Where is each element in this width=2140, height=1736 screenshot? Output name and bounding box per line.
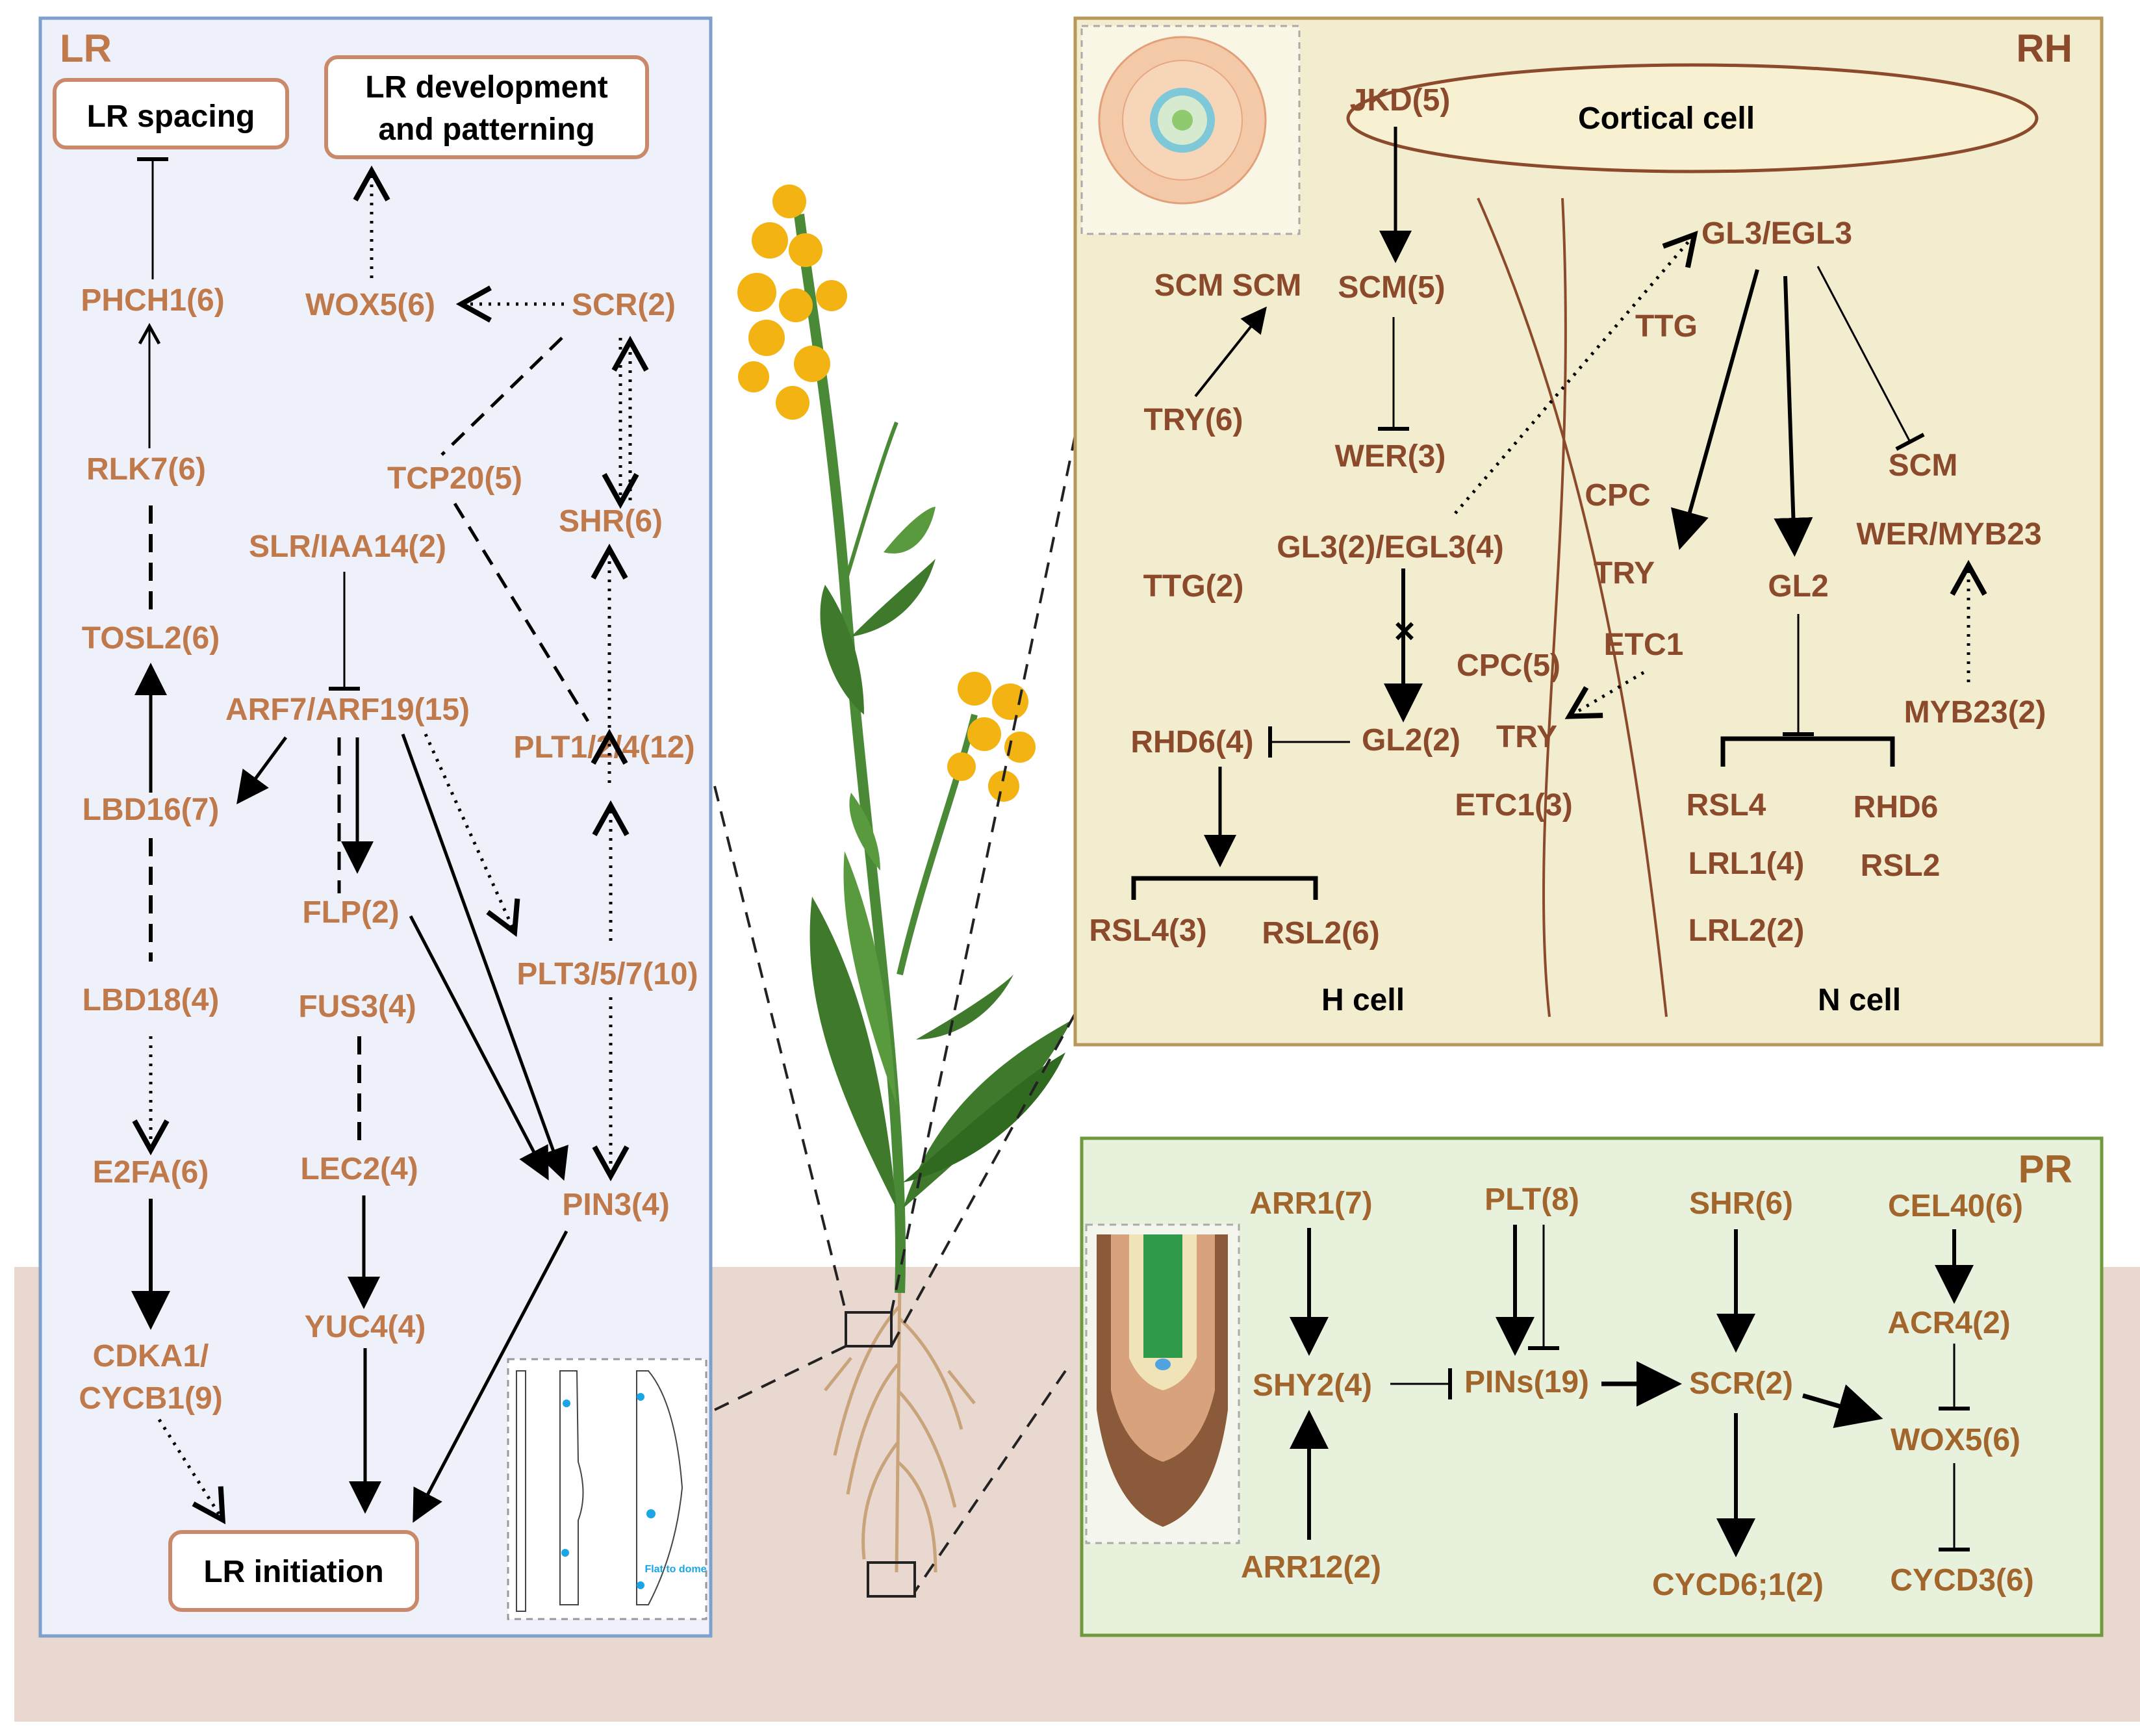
rh-panel-title: RH <box>2016 27 2072 70</box>
gene-lbd16: LBD16(7) <box>83 793 220 827</box>
gene-wer-myb23: WER/MYB23 <box>1856 517 2041 552</box>
gene-lec2: LEC2(4) <box>300 1152 418 1186</box>
gene-flp: FLP(2) <box>302 895 399 930</box>
gene-wox5-lr: WOX5(6) <box>305 288 435 322</box>
gene-wer3: WER(3) <box>1335 439 1446 474</box>
gene-scr2: SCR(2) <box>1689 1366 1793 1401</box>
gene-rlk7: RLK7(6) <box>86 452 206 487</box>
lr-spacing-box <box>53 78 289 149</box>
pr-edges <box>1290 1225 1974 1557</box>
gene-plt8: PLT(8) <box>1484 1182 1579 1217</box>
gene-cycd3: CYCD3(6) <box>1890 1563 2033 1598</box>
gene-shr-lr: SHR(6) <box>559 504 663 539</box>
gene-shr6: SHR(6) <box>1689 1186 1793 1221</box>
n-cell-label: N cell <box>1818 983 1901 1017</box>
gene-scr-lr: SCR(2) <box>572 288 676 322</box>
gene-gl3-egl3-h: GL3(2)/EGL3(4) <box>1277 530 1503 565</box>
gene-lrl1: LRL1(4) <box>1688 847 1805 881</box>
gene-scm-n: SCM <box>1889 448 1958 483</box>
root-tip-inset <box>1085 1223 1240 1544</box>
rh-edges <box>1131 127 1987 900</box>
gene-gl2-n: GL2 <box>1768 569 1828 604</box>
inset-flat-to-dome-label: Flat to dome <box>644 1564 706 1575</box>
gene-wox5-pr: WOX5(6) <box>1891 1423 2020 1457</box>
lr-edges <box>131 157 649 1525</box>
lr-spacing-label: LR spacing <box>87 99 255 134</box>
flowers <box>737 185 1036 802</box>
root-system <box>824 1279 976 1573</box>
lr-zoom-box <box>845 1311 893 1347</box>
gene-cycd61: CYCD6;1(2) <box>1652 1568 1824 1602</box>
gene-jkd: JKD(5) <box>1350 83 1451 118</box>
gene-slr-iaa14: SLR/IAA14(2) <box>249 530 446 564</box>
gene-pin3: PIN3(4) <box>562 1188 669 1222</box>
gene-rsl4-n: RSL4 <box>1687 788 1766 823</box>
lr-initiation-label: LR initiation <box>203 1555 383 1589</box>
gene-etc1-n: ETC1 <box>1604 628 1684 662</box>
side-stem <box>897 713 978 976</box>
gene-try-mid: TRY <box>1496 720 1557 754</box>
cell-boundary-curve-1 <box>1477 198 1668 1017</box>
gene-rsl4-3: RSL4(3) <box>1089 913 1206 948</box>
gene-arf7-arf19: ARF7/ARF19(15) <box>225 693 470 727</box>
gene-shy2: SHY2(4) <box>1253 1368 1372 1403</box>
gene-phch1: PHCH1(6) <box>81 283 224 318</box>
gene-acr4: ACR4(2) <box>1887 1306 2010 1340</box>
lr-panel-title: LR <box>60 27 112 70</box>
gene-arr12: ARR12(2) <box>1241 1550 1381 1585</box>
gene-rsl2-6: RSL2(6) <box>1262 916 1379 951</box>
lr-panel: LR LR spacing LR development and pattern… <box>38 16 713 1638</box>
gene-tcp20: TCP20(5) <box>387 461 522 496</box>
leaves <box>809 507 1072 1208</box>
gene-scm5: SCM(5) <box>1338 270 1445 305</box>
h-cell-label: H cell <box>1321 983 1405 1017</box>
gene-gl2-2: GL2(2) <box>1362 723 1460 758</box>
gene-myb23: MYB23(2) <box>1904 695 2046 730</box>
gene-lbd18: LBD18(4) <box>83 983 220 1017</box>
gene-pins: PINs(19) <box>1464 1365 1589 1399</box>
gene-rhd6-4: RHD6(4) <box>1130 725 1253 760</box>
root-cross-section-inset <box>1080 25 1301 235</box>
cortical-cell-ellipse <box>1346 63 2039 173</box>
gene-ttg2: TTG(2) <box>1143 569 1244 604</box>
gene-cdka1: CDKA1/ <box>93 1339 209 1373</box>
gene-lrl2: LRL2(2) <box>1688 913 1805 948</box>
gene-fus3: FUS3(4) <box>298 989 416 1024</box>
pr-panel: PR ARR1(7) PLT(8) SHR(6) CEL40(6) ACR4(2… <box>1080 1136 2104 1637</box>
gene-cpc-n: CPC <box>1585 478 1650 513</box>
gene-scm-scm: SCM SCM <box>1154 268 1302 303</box>
gene-rsl2-n: RSL2 <box>1861 849 1941 883</box>
gene-plt357: PLT3/5/7(10) <box>516 957 698 991</box>
gene-yuc4: YUC4(4) <box>305 1310 426 1344</box>
lr-initiation-box <box>168 1530 419 1612</box>
gene-rhd6-n: RHD6 <box>1853 790 1939 824</box>
gene-etc1-3: ETC1(3) <box>1455 788 1572 823</box>
zoom-lines <box>713 435 1076 1593</box>
pr-zoom-box <box>867 1561 916 1598</box>
cortical-cell-label: Cortical cell <box>1578 101 1755 136</box>
lr-development-box <box>324 55 649 159</box>
lr-development-label-line2: and patterning <box>378 112 594 147</box>
gene-tosl2: TOSL2(6) <box>82 621 220 656</box>
gene-cel40: CEL40(6) <box>1888 1189 2023 1223</box>
gene-ttg-n: TTG <box>1635 309 1698 344</box>
plant-illustration <box>713 185 1076 1598</box>
gene-e2fa: E2FA(6) <box>93 1155 209 1190</box>
gene-cpc5: CPC(5) <box>1457 648 1560 683</box>
pr-panel-frame <box>1080 1136 2104 1637</box>
lr-primordium-inset: Flat to dome <box>507 1358 707 1620</box>
rh-panel: RH Cortical cell JKD(5) SCM SCM SCM(5) T… <box>1073 16 2104 1047</box>
gene-gl3-egl3-n: GL3/EGL3 <box>1701 216 1852 251</box>
gene-arr1: ARR1(7) <box>1249 1186 1372 1221</box>
gene-try6: TRY(6) <box>1144 403 1243 437</box>
gene-plt124: PLT1/2/4(12) <box>513 730 694 765</box>
gene-cycb1: CYCB1(9) <box>79 1381 222 1416</box>
pr-panel-title: PR <box>2019 1147 2072 1191</box>
cell-boundary-curve-2 <box>1542 198 1567 1017</box>
gene-try-n: TRY <box>1594 556 1655 591</box>
lr-development-label-line1: LR development <box>365 70 607 105</box>
